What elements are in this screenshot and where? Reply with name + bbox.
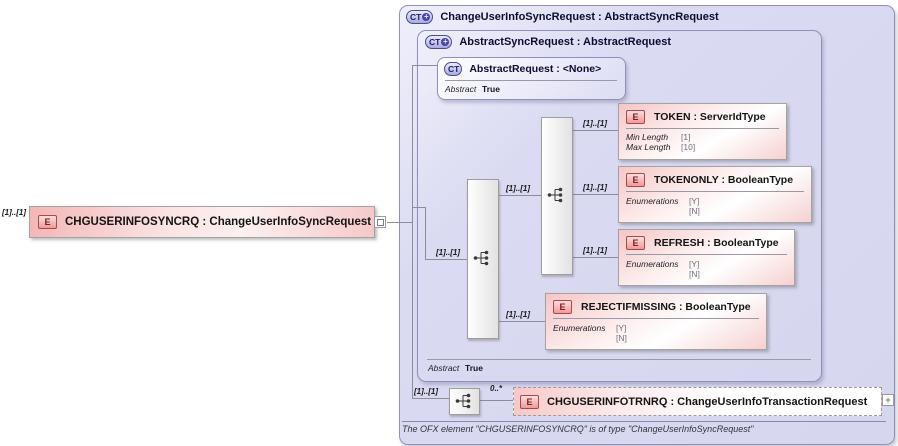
facet-value: [Y] [616, 323, 627, 333]
facet-separator [626, 254, 787, 255]
facet-value: [N] [689, 206, 700, 216]
sequence-compositor [467, 179, 499, 339]
element-label: TOKENONLY : BooleanType [654, 174, 794, 186]
complex-type-icon: CT + [406, 10, 434, 24]
element-label: CHGUSERINFOSYNCRQ : ChangeUserInfoSyncRe… [65, 216, 372, 228]
connector-line [412, 398, 449, 399]
element-icon: E [626, 173, 645, 187]
cardinality-label: [1]..[1] [414, 387, 438, 396]
element-tokenonly[interactable]: E TOKENONLY : BooleanType Enumerations [… [618, 166, 812, 223]
facet-separator [626, 128, 779, 129]
element-rejectifmissing[interactable]: E REJECTIFMISSING : BooleanType Enumerat… [545, 293, 767, 350]
facet-separator [427, 359, 811, 360]
sequence-icon [455, 393, 471, 409]
element-token[interactable]: E TOKEN : ServerIdType Min Length [1] Ma… [618, 103, 787, 160]
element-label: CHGUSERINFOTRNRQ : ChangeUserInfoTransac… [547, 396, 868, 408]
element-icon: E [520, 395, 539, 409]
complex-type-icon-label: CT [429, 37, 441, 47]
complex-type-icon: CT + [425, 35, 453, 49]
expand-toggle[interactable]: + [882, 394, 894, 406]
facet-abstract-label: Abstract [428, 363, 460, 373]
complex-type-icon-label: CT [410, 12, 422, 22]
connector-line [425, 259, 467, 260]
cardinality-label: [1]..[1] [583, 183, 607, 192]
connector-line [387, 222, 413, 223]
facet-abstract-value: True [465, 363, 483, 373]
facet-value: [Y] [689, 259, 700, 269]
element-icon: E [38, 215, 57, 229]
element-label: REJECTIFMISSING : BooleanType [581, 301, 751, 313]
element-refresh[interactable]: E REFRESH : BooleanType Enumerations [Y]… [618, 229, 795, 286]
collapse-toggle[interactable] [374, 216, 386, 228]
connector-line [571, 257, 618, 258]
element-header: E TOKEN : ServerIdType [626, 110, 766, 124]
element-header: E CHGUSERINFOTRNRQ : ChangeUserInfoTrans… [520, 395, 867, 409]
type-header: CT + ChangeUserInfoSyncRequest : Abstrac… [406, 10, 719, 24]
element-icon: E [553, 300, 572, 314]
type-title-abstractsyncrequest[interactable]: AbstractSyncRequest : AbstractRequest [459, 36, 672, 48]
type-title-changeuserinfosyncrequest[interactable]: ChangeUserInfoSyncRequest : AbstractSync… [440, 11, 719, 23]
element-header: E TOKENONLY : BooleanType [626, 173, 793, 187]
element-header: E CHGUSERINFOSYNCRQ : ChangeUserInfoSync… [38, 215, 371, 229]
complex-type-icon-label: CT [448, 64, 460, 74]
facet-name: Enumerations [553, 323, 606, 333]
facet-abstract-label: Abstract [445, 84, 477, 94]
cardinality-label: [1]..[1] [583, 246, 607, 255]
connector-line [412, 207, 425, 208]
footer-separator [402, 421, 886, 422]
facet-value: [N] [616, 333, 627, 343]
type-title-abstractrequest[interactable]: AbstractRequest : <None> [469, 63, 602, 75]
facet-value: [Y] [689, 196, 700, 206]
facet-separator [553, 318, 759, 319]
facet-name: Min Length [626, 132, 669, 142]
facet-name: Max Length [626, 142, 671, 152]
expand-icon: + [441, 37, 450, 46]
cardinality-label: 0..* [490, 384, 503, 393]
connector-line [412, 65, 437, 66]
element-label: REFRESH : BooleanType [654, 237, 779, 249]
connector-line [412, 65, 413, 399]
cardinality-label: [1]..[1] [436, 248, 460, 257]
connector-line [571, 130, 618, 131]
facet-name: Enumerations [626, 259, 679, 269]
connector-line [478, 400, 513, 401]
facet-name: Enumerations [626, 196, 679, 206]
element-header: E REJECTIFMISSING : BooleanType [553, 300, 751, 314]
element-label: TOKEN : ServerIdType [654, 111, 766, 123]
element-icon: E [626, 110, 645, 124]
sequence-compositor [541, 117, 573, 275]
cardinality-label: [1]..[1] [506, 310, 530, 319]
connector-line [425, 207, 426, 259]
cardinality-label: [1]..[1] [506, 184, 530, 193]
complex-type-icon: CT [444, 62, 463, 76]
sequence-icon [547, 187, 563, 203]
type-box-abstractrequest: CT AbstractRequest : <None> Abstract Tru… [437, 57, 626, 100]
connector-line [497, 195, 541, 196]
expand-icon: + [422, 12, 431, 21]
connector-line [497, 321, 545, 322]
connector-line [571, 194, 618, 195]
cardinality-label: [1]..[1] [583, 119, 607, 128]
element-chguserinfotrnrq[interactable]: E CHGUSERINFOTRNRQ : ChangeUserInfoTrans… [513, 387, 882, 416]
type-header: CT AbstractRequest : <None> [444, 62, 601, 76]
collapse-icon [376, 219, 384, 226]
facet-separator [626, 191, 804, 192]
facet-abstract-value: True [482, 84, 500, 94]
element-header: E REFRESH : BooleanType [626, 236, 779, 250]
element-icon: E [626, 236, 645, 250]
sequence-icon [473, 250, 489, 266]
facet-separator [445, 80, 617, 81]
facet-value: [10] [681, 142, 696, 152]
element-chguserinfosyncrq[interactable]: E CHGUSERINFOSYNCRQ : ChangeUserInfoSync… [29, 206, 375, 238]
type-header: CT + AbstractSyncRequest : AbstractReque… [425, 35, 671, 49]
facet-value: [N] [689, 269, 700, 279]
cardinality-label: [1]..[1] [2, 208, 26, 217]
facet-value: [1] [681, 132, 691, 142]
footer-note: The OFX element "CHGUSERINFOSYNCRQ" is o… [402, 424, 754, 434]
plus-icon: + [885, 395, 891, 405]
